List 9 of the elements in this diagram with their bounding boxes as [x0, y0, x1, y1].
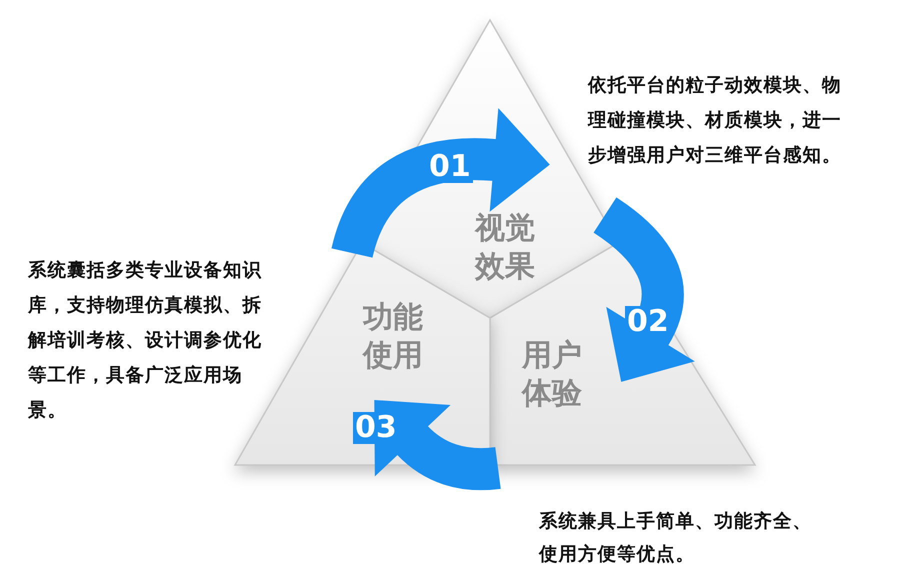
curved-arrow [372, 401, 500, 490]
segment-label: 功能使用 [361, 299, 424, 375]
segment-label: 用户体验 [520, 337, 583, 413]
description-text: 依托平台的粒子动效模块、物理碰撞模块、材质模块，进一步增强用户对三维平台感知。 [588, 74, 842, 168]
description-text: 系统囊括多类专业设备知识库，支持物理仿真模拟、拆解培训考核、设计调参优化等工作，具备广泛应用场景。 [28, 259, 263, 423]
curved-arrow [592, 198, 696, 384]
segment-label: 视觉效果 [474, 210, 536, 286]
description-text: 系统兼具上手简单、功能齐全、使用方便等优点。 [539, 510, 813, 567]
step-number: 01 [427, 151, 473, 183]
